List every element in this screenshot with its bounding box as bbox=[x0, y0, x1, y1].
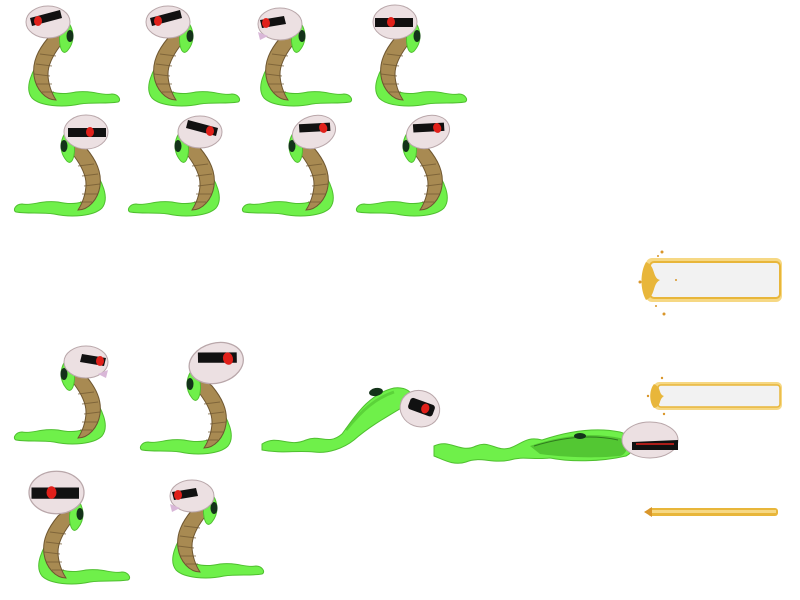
energy-beam-sprite bbox=[646, 376, 782, 416]
snake-coil-sprite bbox=[162, 476, 272, 586]
snake-frame-3-3 bbox=[258, 374, 441, 469]
snake-frame-2-1 bbox=[6, 114, 116, 229]
beam-large bbox=[636, 246, 786, 323]
snake-lunge-sprite bbox=[261, 387, 441, 453]
snake-frame-2-2 bbox=[120, 114, 230, 229]
snake-coil-sprite bbox=[20, 470, 150, 590]
snake-frame-2-4 bbox=[348, 114, 458, 229]
beam-medium bbox=[646, 374, 786, 423]
snake-frame-4-2 bbox=[162, 476, 272, 591]
snake-frame-1-2 bbox=[138, 4, 248, 119]
snake-frame-4-1 bbox=[20, 470, 150, 595]
snake-coil-sprite bbox=[234, 114, 344, 224]
snake-coil-sprite bbox=[120, 114, 230, 224]
energy-beam-sprite bbox=[638, 250, 782, 316]
snake-coil-sprite bbox=[6, 342, 116, 452]
snake-coil-sprite bbox=[348, 114, 458, 224]
snake-frame-3-1 bbox=[6, 342, 116, 457]
snake-frame-3-4 bbox=[430, 416, 680, 477]
beam-thin bbox=[642, 500, 782, 529]
snake-coil-sprite bbox=[365, 4, 475, 114]
snake-coil-sprite bbox=[138, 4, 248, 114]
snake-frame-1-3 bbox=[250, 4, 360, 119]
snake-frame-2-3 bbox=[234, 114, 344, 229]
snake-coil-sprite bbox=[18, 4, 128, 114]
snake-coil-sprite bbox=[250, 4, 360, 114]
snake-frame-3-2 bbox=[128, 340, 253, 460]
snake-coil-sprite bbox=[6, 114, 116, 224]
snake-frame-1-4 bbox=[365, 4, 475, 119]
energy-beam-sprite bbox=[644, 507, 778, 517]
snake-frame-1-1 bbox=[18, 4, 128, 119]
snake-slither-sprite bbox=[433, 421, 679, 464]
snake-coil-sprite bbox=[128, 340, 253, 455]
